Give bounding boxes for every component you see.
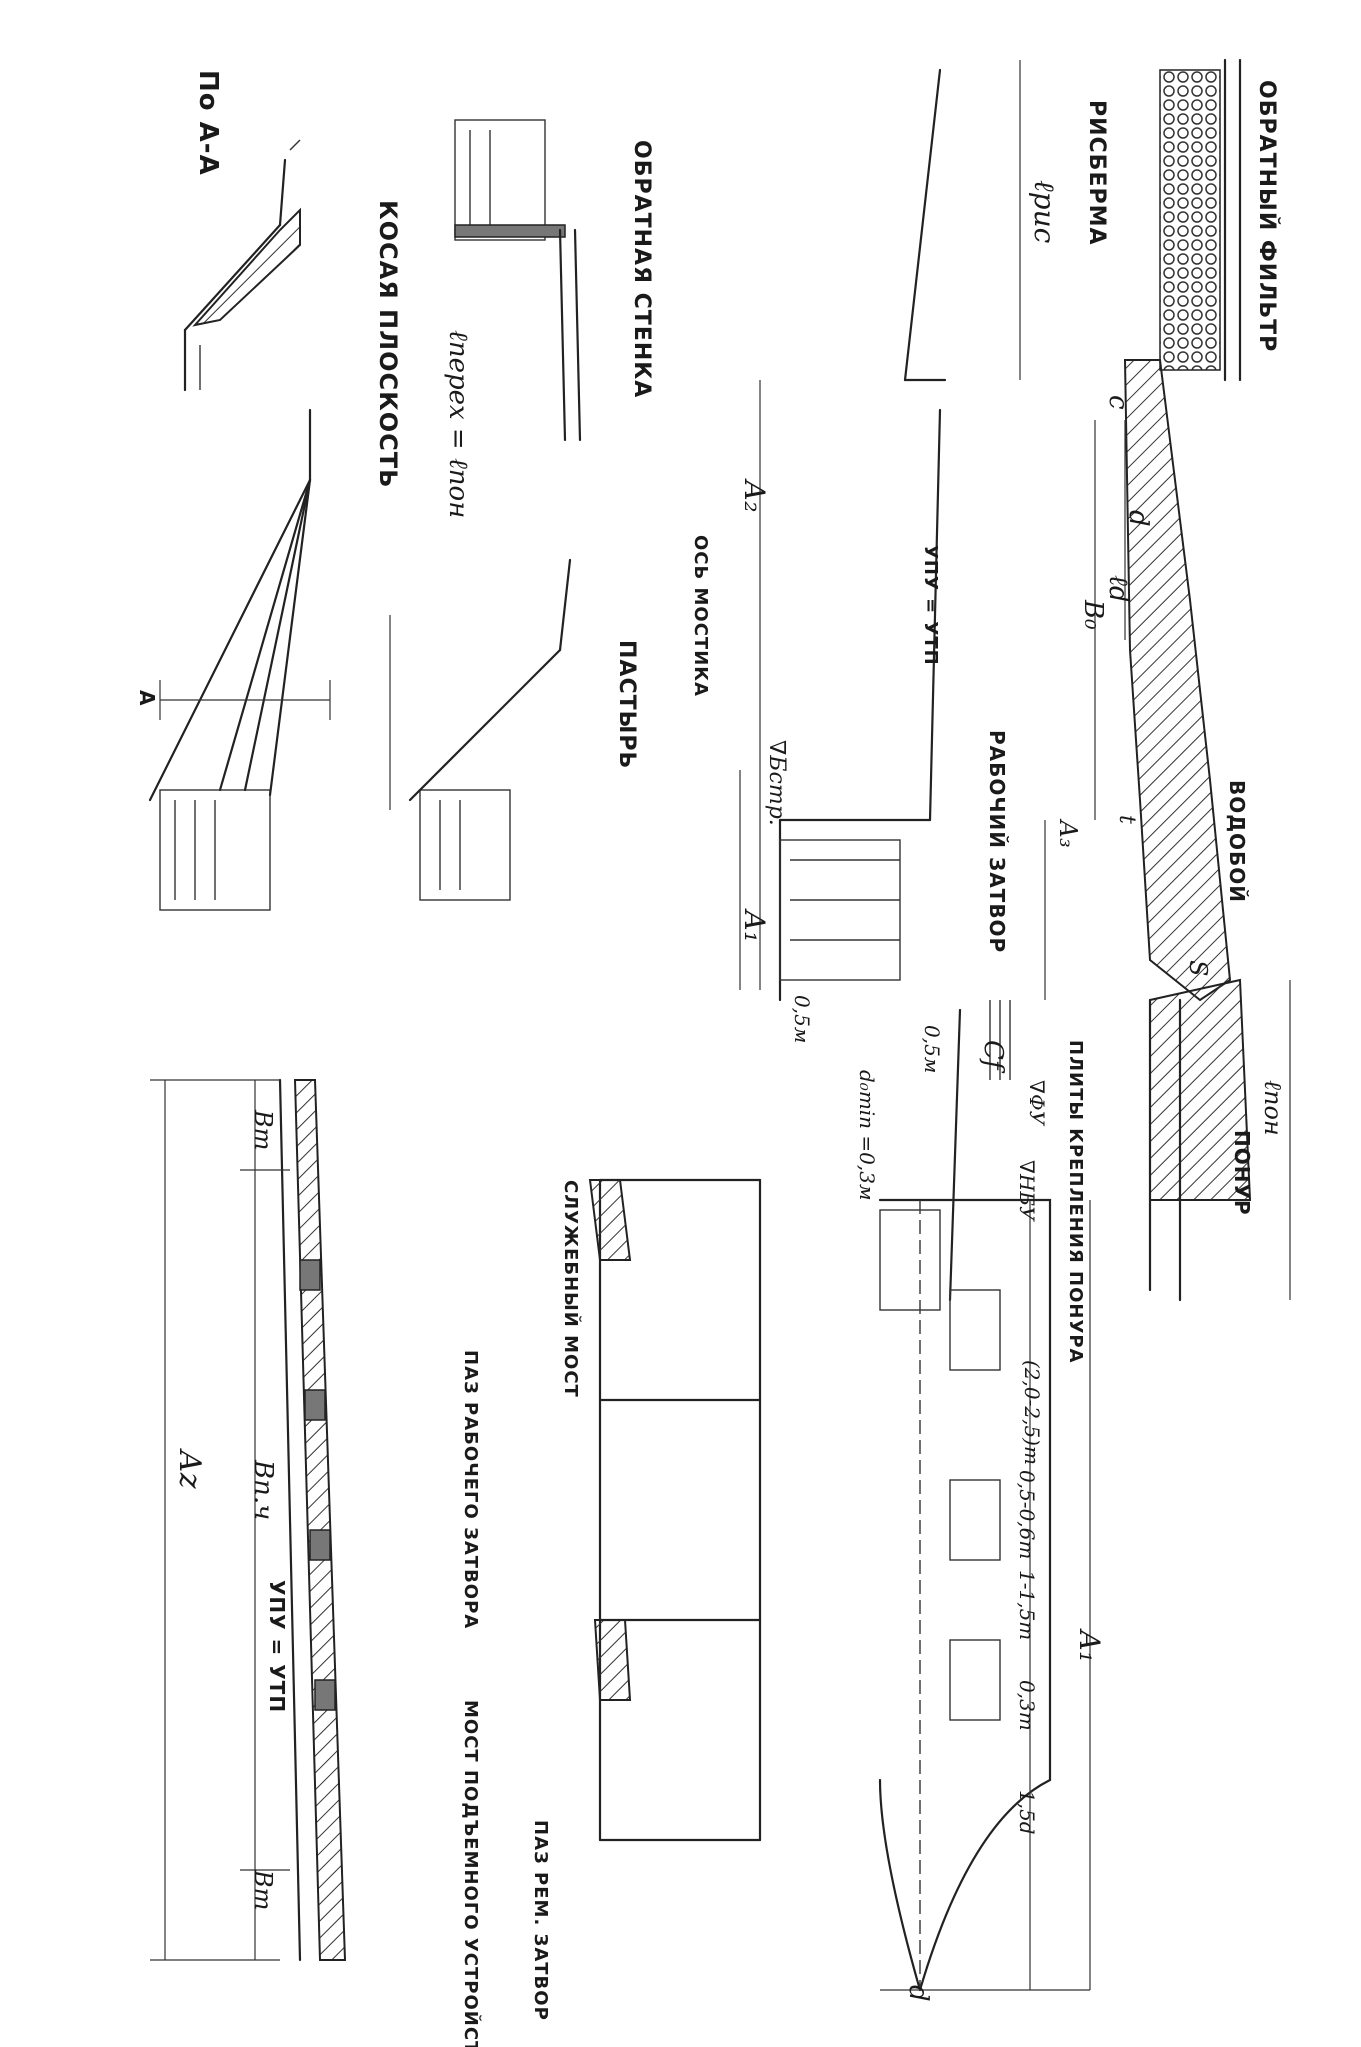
label-dim-05-06: 0,5-0,6m [1015, 1470, 1039, 1559]
label-pastyr: ПАСТЫРЬ [614, 640, 639, 769]
label-l-pon: ℓпон [1259, 1080, 1287, 1136]
label-d: d [1123, 510, 1153, 527]
label-t: t [1114, 815, 1139, 824]
label-ponur: ПОНУР [1230, 1130, 1254, 1216]
label-os-mostika: ОСЬ МОСТИКА [690, 535, 711, 697]
label-a1: А₁ [738, 908, 771, 942]
label-c-f: Cf [978, 1040, 1008, 1074]
label-v-nbu: ∇НБУ [1015, 1160, 1039, 1222]
label-vodoboy: ВОДОБОЙ [1225, 780, 1249, 903]
label-a2: А₂ [738, 478, 771, 512]
label-po-aa: По А-А [193, 70, 223, 176]
label-a-z: Аz [172, 1448, 207, 1489]
label-b-m-bottom: Вт [249, 1869, 277, 1910]
label-zero-m: 0,5м [790, 995, 814, 1043]
label-d-rmin: d₀тin =0,3м [855, 1070, 879, 1201]
label-paz-rabochego: ПАЗ РАБОЧЕГО ЗАТВОРА [460, 1350, 481, 1629]
label-b0: В₀ [1078, 599, 1108, 630]
label-upu-vtp: УПУ = УТП [920, 545, 941, 666]
label-b-m-top: Вт [249, 1109, 277, 1150]
label-l-ris: ℓрис [1028, 180, 1061, 244]
label-dim-03: 0,3m [1015, 1680, 1039, 1731]
label-a3: А₃ [1054, 818, 1082, 848]
label-half-m: 0,5м [920, 1025, 944, 1073]
label-v-fu: ∇ФУ [1025, 1080, 1049, 1127]
pier-plan [878, 1198, 1091, 1992]
label-rasberma: РИСБЕРМА [1084, 100, 1109, 246]
label-l-perekh: ℓперех = ℓпон [443, 330, 473, 518]
main-longitudinal-section [739, 58, 1291, 1302]
label-section-a-top: А [135, 690, 159, 706]
label-dim-15d: 1,5d [1015, 1790, 1039, 1835]
obratnaya-stenka-sketch [454, 119, 582, 442]
label-dim-20-25: (2,0-2,5)m [1020, 1360, 1044, 1465]
plan-view-az [150, 1078, 347, 1962]
label-l-d: ℓd [1103, 575, 1133, 602]
label-a1-bottom: А₁ [1073, 1628, 1106, 1662]
label-most-pod-ustr: МОСТ ПОДЪЕМНОГО УСТРОЙСТВА [460, 1700, 482, 2047]
label-c: с [1103, 395, 1133, 410]
label-v-bstr: ∇Бстр. [764, 740, 789, 826]
label-dim-1-15: 1-1,5m [1015, 1570, 1039, 1640]
label-obratny-filtr: ОБРАТНЫЙ ФИЛЬТР [1254, 80, 1280, 352]
label-paz-remont: ПАЗ РЕМ. ЗАТВОР [530, 1820, 551, 2021]
label-upu-vtp-2: УПУ = УТП [265, 1580, 289, 1713]
label-b-pch: Вп.ч [248, 1459, 278, 1520]
label-obratnaya-stenka: ОБРАТНАЯ СТЕНКА [629, 140, 654, 398]
label-plity-krepleniya: ПЛИТЫ КРЕПЛЕНИЯ ПОНУРА [1065, 1040, 1086, 1363]
kosaya-ploskost-sketch [148, 408, 331, 911]
label-sluzhebny-most: СЛУЖЕБНЫЙ МОСТ [560, 1180, 582, 1398]
label-kosaya-ploskost: КОСАЯ ПЛОСКОСТЬ [374, 200, 402, 488]
section-aa-sketch [183, 139, 301, 392]
pastyr-sketch [389, 558, 572, 901]
label-d-bottom: d [903, 1985, 933, 2002]
label-rabochy-zatvor: РАБОЧИЙ ЗАТВОР [985, 730, 1009, 953]
label-s: S [1184, 960, 1212, 976]
bridge-cross-section [588, 1178, 762, 1842]
